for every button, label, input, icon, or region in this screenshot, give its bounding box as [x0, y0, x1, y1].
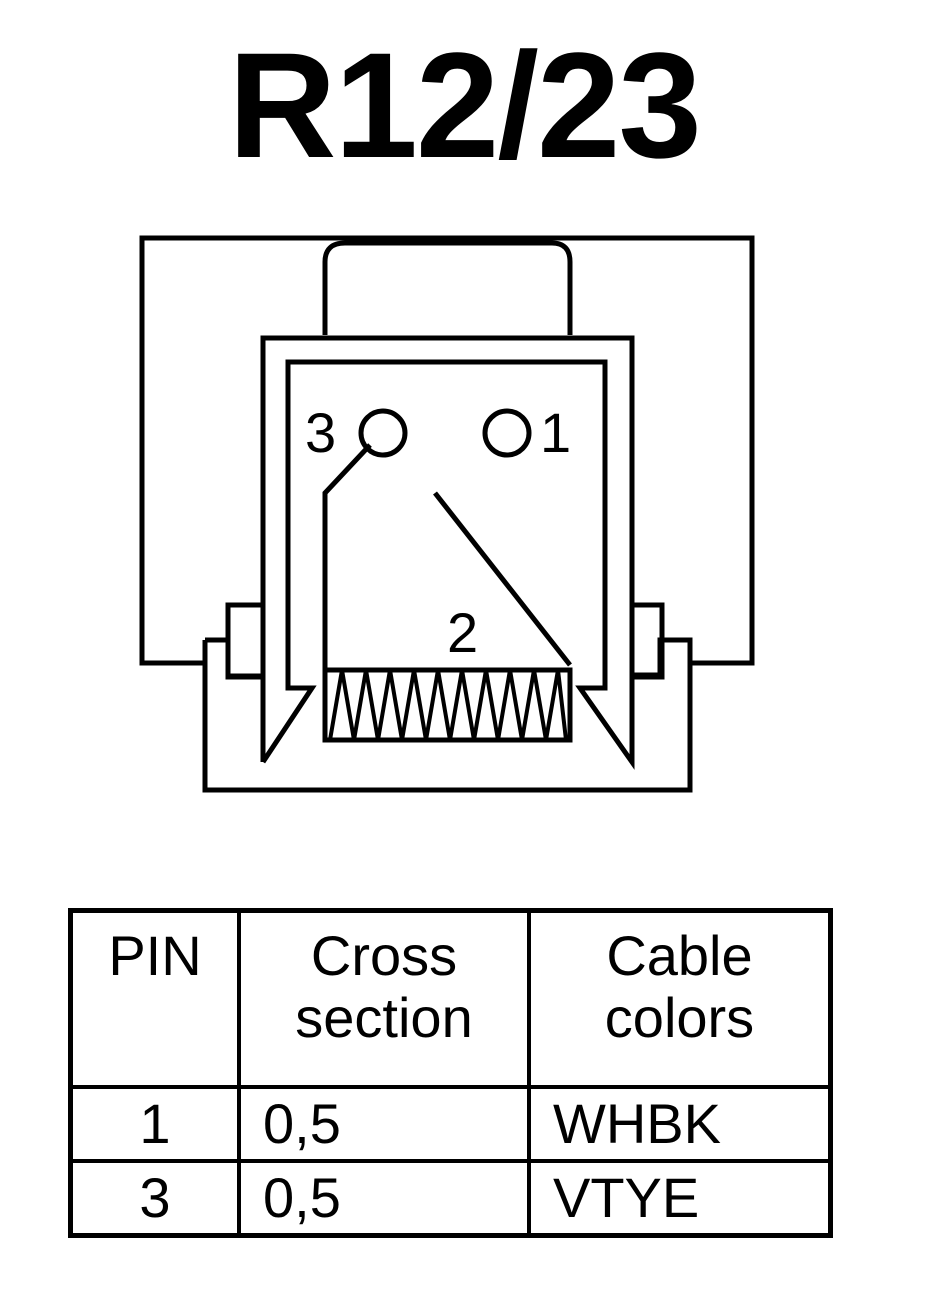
header-cable-colors: Cable colors [527, 908, 833, 1089]
connector-diagram: 3 1 2 [139, 235, 755, 793]
contact-zigzag [328, 669, 568, 741]
contact-comb [322, 667, 573, 743]
header-pin: PIN [68, 908, 241, 1089]
outer-housing [139, 235, 755, 666]
pin-table: PIN Cross section Cable colors 1 0,5 WHB… [68, 908, 833, 1238]
table-header-row: PIN Cross section Cable colors [68, 908, 833, 1089]
pin-2-wire [433, 491, 572, 667]
pin-1-label: 1 [540, 401, 571, 464]
header-cross-section: Cross section [237, 908, 531, 1089]
pin-1-contact [482, 408, 532, 458]
row-cable-color: WHBK [527, 1085, 833, 1163]
left-side-block [225, 602, 266, 680]
table-row: 1 0,5 WHBK [68, 1085, 833, 1163]
row-pin: 3 [68, 1159, 241, 1238]
diagram-title: R12/23 [228, 21, 702, 189]
row-cross-section: 0,5 [237, 1159, 531, 1238]
table-row: 3 0,5 VTYE [68, 1159, 833, 1238]
pin-2-label: 2 [447, 601, 478, 664]
pin-3-label: 3 [305, 401, 336, 464]
latch-tab [322, 240, 573, 335]
insert-outer-wall [260, 335, 635, 770]
pin-3-wire [322, 443, 372, 670]
pin-3-contact [358, 408, 408, 458]
base-bracket-left [205, 637, 263, 679]
row-cable-color: VTYE [527, 1159, 833, 1238]
row-pin: 1 [68, 1085, 241, 1163]
row-cross-section: 0,5 [237, 1085, 531, 1163]
